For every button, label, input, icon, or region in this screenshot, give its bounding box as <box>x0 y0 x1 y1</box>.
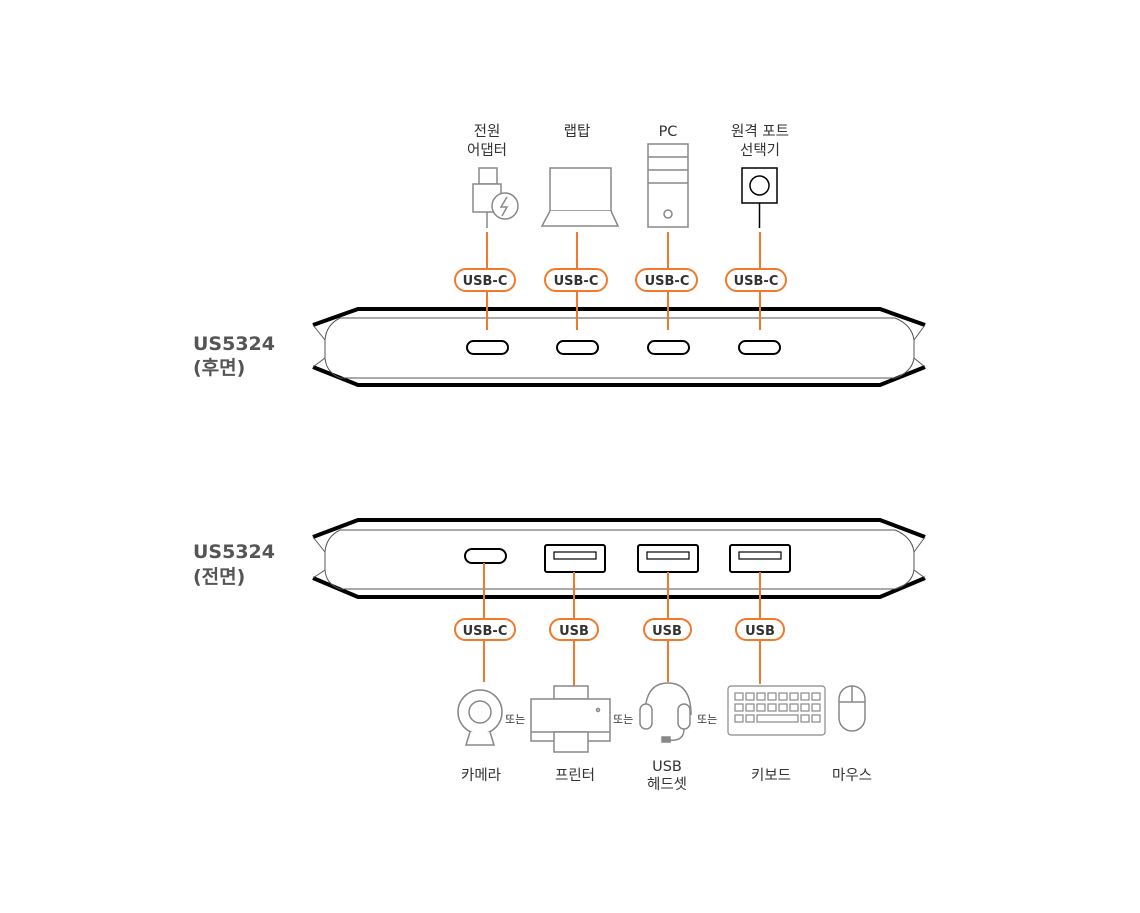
keyboard-key <box>811 692 821 701</box>
front-device-body <box>312 518 926 599</box>
usb-a-port <box>637 544 699 573</box>
keyboard-key <box>789 703 799 712</box>
rear-port-label-line1: PC <box>659 124 678 140</box>
keyboard-key <box>767 703 777 712</box>
keyboard-key <box>745 714 755 723</box>
keyboard-key <box>745 703 755 712</box>
rear-port-pc: PC USB-C <box>635 124 698 355</box>
front-device-label-line1: US5324 <box>193 541 275 563</box>
rear-port-label-line1: 원격 포트 <box>731 123 789 140</box>
camera-icon <box>457 689 503 746</box>
device-label: 프린터 <box>555 767 595 784</box>
printer-icon <box>530 685 611 753</box>
front-port-badge-text: USB <box>652 624 682 639</box>
rear-device-body <box>312 307 926 387</box>
device-label: 키보드 <box>751 767 791 784</box>
front-device-label-line2: (전면) <box>193 566 245 588</box>
rear-port-label-line1: 랩탑 <box>564 123 591 140</box>
or-text: 또는 <box>505 713 525 726</box>
device-label: 마우스 <box>832 767 872 784</box>
keyboard-key <box>756 692 766 701</box>
front-port-connector: USB-C <box>454 563 516 682</box>
laptop-icon <box>540 167 620 227</box>
keyboard-key <box>734 703 744 712</box>
keyboard-key <box>745 692 755 701</box>
front-section: US5324 (전면) USB-C <box>193 518 926 793</box>
front-port-badge-text: USB-C <box>463 624 508 639</box>
usb-a-port <box>729 544 791 573</box>
rear-port-badge-text: USB-C <box>734 274 779 289</box>
usb-c-port <box>738 340 781 355</box>
front-port-connector: USB <box>735 572 785 684</box>
device-label: 헤드셋 <box>647 776 687 793</box>
device-label: 카메라 <box>461 767 501 784</box>
rear-port-label-line1: 전원 <box>474 123 501 140</box>
keyboard-key <box>734 692 744 701</box>
mouse-icon <box>838 685 866 732</box>
device-label: USB <box>652 759 682 775</box>
keyboard-key <box>778 692 788 701</box>
front-port-connector: USB <box>549 572 599 686</box>
keyboard-key <box>756 703 766 712</box>
usb-c-port <box>647 340 690 355</box>
usb-c-port <box>556 340 599 355</box>
rear-device-label-line2: (후면) <box>193 357 245 379</box>
keyboard-key <box>800 692 810 701</box>
or-text: 또는 <box>613 713 633 726</box>
rear-port-remote-selector: 원격 포트 선택기 USB-C <box>725 123 789 355</box>
rear-port-label-line2: 선택기 <box>740 142 780 159</box>
headset-icon <box>639 682 692 743</box>
keyboard-key <box>789 692 799 701</box>
keyboard-spacebar <box>756 714 799 723</box>
rear-section: US5324 (후면) 전원 어댑터 USB-C <box>193 123 926 387</box>
keyboard-key <box>811 714 821 723</box>
front-port-badge-text: USB <box>559 624 589 639</box>
rear-port-badge <box>635 268 698 292</box>
keyboard-key <box>800 714 810 723</box>
front-port-badge-text: USB <box>745 624 775 639</box>
keyboard-key <box>800 703 810 712</box>
keyboard-key <box>767 692 777 701</box>
rear-port-badge <box>454 268 516 292</box>
rear-device-label-line1: US5324 <box>193 333 275 355</box>
rear-port-badge-text: USB-C <box>554 274 599 289</box>
remote-port-selector-icon <box>741 167 778 228</box>
rear-port-badge-text: USB-C <box>645 274 690 289</box>
usb-c-port <box>464 548 507 564</box>
usb-a-port <box>544 544 606 573</box>
rear-port-laptop: 랩탑 USB-C <box>540 123 620 355</box>
usb-c-port <box>466 340 509 355</box>
power-adapter-icon <box>472 167 519 228</box>
rear-port-label-line2: 어댑터 <box>467 142 507 159</box>
rear-port-badge <box>725 268 787 292</box>
rear-port-badge-text: USB-C <box>463 274 508 289</box>
or-text: 또는 <box>697 713 717 726</box>
keyboard-key <box>811 703 821 712</box>
keyboard-key <box>778 703 788 712</box>
keyboard-key <box>734 714 744 723</box>
pc-tower-icon <box>647 143 689 228</box>
front-port-connector: USB <box>643 572 692 682</box>
rear-port-power: 전원 어댑터 USB-C <box>454 123 519 355</box>
keyboard-icon <box>727 685 826 736</box>
